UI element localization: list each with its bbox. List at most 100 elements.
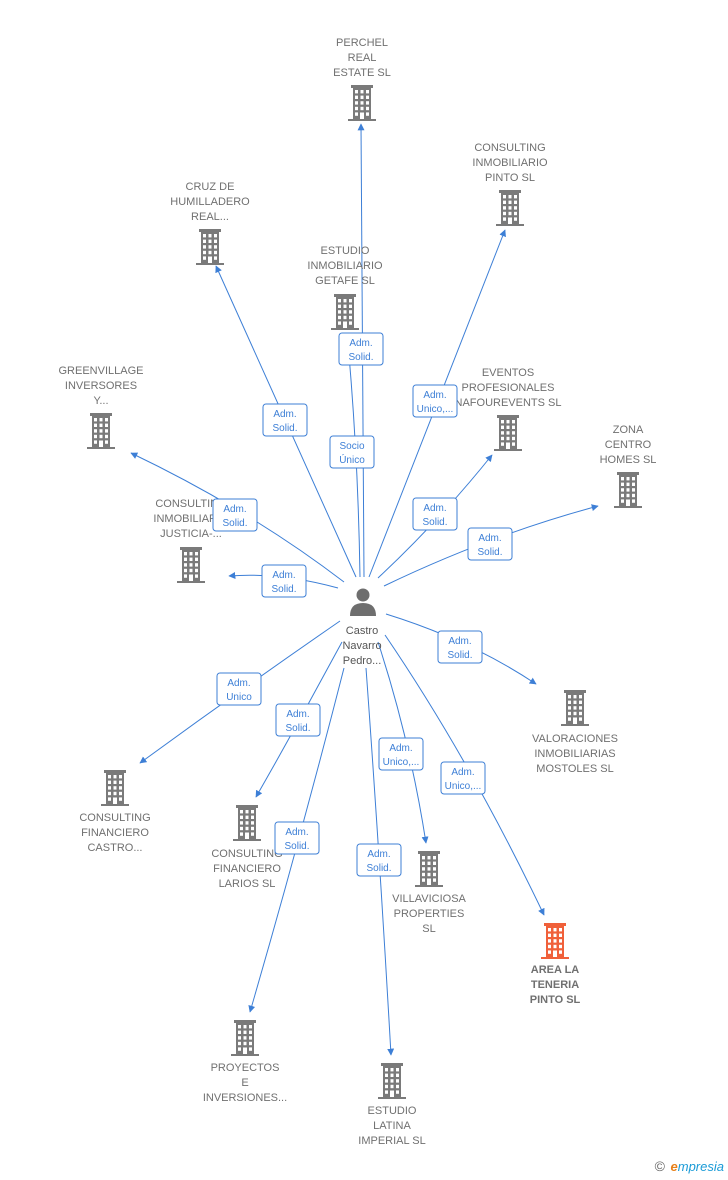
company-label-line: CONSULTING [155,498,226,510]
role-badge-text: Solid. [447,650,472,661]
company-node-greenvillage[interactable]: GREENVILLAGEINVERSORESY... [59,365,144,449]
company-label-line: REAL [348,52,377,64]
company-label-line: REAL... [191,211,229,223]
company-label-line: FINANCIERO [213,863,281,875]
company-label-line: CONSULTING [79,812,150,824]
company-label-line: CONSULTING [211,848,282,860]
building-icon [494,415,522,451]
role-badge-consulting-pinto[interactable]: Adm. Unico,... [412,384,458,418]
brand-logo-initial: e [670,1159,678,1174]
role-badge-text: Solid. [271,584,296,595]
company-label-line: LARIOS SL [219,878,276,890]
company-label-line: FINANCIERO [81,827,149,839]
company-label-line: MOSTOLES SL [536,763,613,775]
role-badge-estudio-latina[interactable]: Adm.Solid. [356,843,402,877]
building-icon [561,690,589,726]
role-badge-consulting-larios[interactable]: Adm. Solid. [275,703,321,737]
role-badge-text: Unico,... [383,757,420,768]
company-node-area-teneria[interactable]: AREA LA TENERIA PINTO SL [530,923,581,1006]
role-badge-text: Adm. [223,504,246,515]
company-label-line: INMOBILIARIAS [534,748,615,760]
company-label-line: INMOBILIARIO [472,157,548,169]
role-badge-consulting-justicia[interactable]: Adm.Solid. [261,564,307,598]
role-badge-box [356,843,402,877]
role-badge-box [261,564,307,598]
role-badge-box [212,498,258,532]
company-label-line: GETAFE SL [315,275,375,287]
company-label-line: PERCHEL [336,37,388,49]
company-node-proyectos[interactable]: PROYECTOSEINVERSIONES... [203,1020,287,1104]
role-badge-consulting-castro[interactable]: Adm.Unico [216,672,262,706]
company-label-line: PINTO SL [530,994,581,1006]
company-label-line: LATINA [373,1120,411,1132]
building-icon [415,851,443,887]
role-badge-text: Adm. [367,849,390,860]
company-label-line: JUSTICIA-... [160,528,222,540]
person-node[interactable]: CastroNavarroPedro... [342,588,382,668]
company-node-consulting-castro[interactable]: CONSULTINGFINANCIEROCASTRO... [79,770,151,854]
company-node-estudio-getafe[interactable]: ESTUDIO INMOBILIARIO GETAFE SL [307,245,383,330]
company-label-line: HUMILLADERO [170,196,250,208]
copyright-icon: © [654,1158,665,1174]
role-badge-area-teneria[interactable]: Adm.Unico,... [440,761,486,795]
role-badge-text: Adm. [423,390,446,401]
building-icon [378,1063,406,1099]
role-badge-box [412,384,458,418]
role-badge-text: Solid. [422,517,447,528]
role-badge-text: Unico [226,692,252,703]
role-badge-text: Unico,... [445,781,482,792]
company-label-line: TENERIA [531,979,579,991]
company-node-cruz[interactable]: CRUZ DEHUMILLADEROREAL... [170,181,250,265]
role-badge-text: Adm. [423,503,446,514]
role-badge-text: Socio [339,441,364,452]
building-icon [231,1020,259,1056]
person-label-line: Castro [346,625,378,637]
role-badge-valoraciones[interactable]: Adm.Solid. [437,630,483,664]
role-badge-text: Unico,... [417,404,454,415]
company-label-line: PROYECTOS [211,1062,280,1074]
role-badge-eventos[interactable]: Adm. Solid. [412,497,458,531]
building-icon [348,85,376,121]
role-badge-box [412,497,458,531]
company-label-line: INMOBILIARIO [307,260,383,272]
role-badge-text: Solid. [285,723,310,734]
company-label-line: VILLAVICIOSA [392,893,466,905]
company-node-consulting-justicia[interactable]: CONSULTINGINMOBILIARIOJUSTICIA-... [153,498,229,583]
roles-layer: Adm. Solid. Adm. Unico,... Adm. Solid. SocioÚn… [212,332,513,877]
company-label-line: ESTUDIO [321,245,370,257]
company-label-line: PROFESIONALES [462,382,555,394]
person-label-line: Navarro [342,640,381,652]
person-label-line: Pedro... [343,655,382,667]
role-badge-box [467,527,513,561]
company-label-line: PINTO SL [485,172,535,184]
role-badge-text: Adm. [478,533,501,544]
role-badge-greenvillage[interactable]: Adm.Solid. [212,498,258,532]
company-label-line: AREA LA [531,964,580,976]
role-badge-villaviciosa[interactable]: Adm. Unico,... [378,737,424,771]
role-badge-box [338,332,384,366]
company-label-line: SL [422,923,435,935]
role-badge-box [329,435,375,469]
building-icon [196,229,224,265]
company-node-consulting-larios[interactable]: CONSULTING FINANCIERO LARIOS SL [211,805,283,890]
role-badge-box [378,737,424,771]
role-badge-proyectos[interactable]: Adm.Solid. [274,821,320,855]
role-badge-text: Adm. [389,743,412,754]
role-badge-cruz[interactable]: Adm.Solid. [262,403,308,437]
role-badge-text: Adm. [349,338,372,349]
brand-logo-text: mpresia [677,1159,724,1174]
building-icon [177,547,205,583]
role-badge-perchel[interactable]: Adm.Solid. [338,332,384,366]
company-label-line: ZONA [613,424,644,436]
role-badge-text: Adm. [286,709,309,720]
role-badge-zona-centro[interactable]: Adm.Solid. [467,527,513,561]
